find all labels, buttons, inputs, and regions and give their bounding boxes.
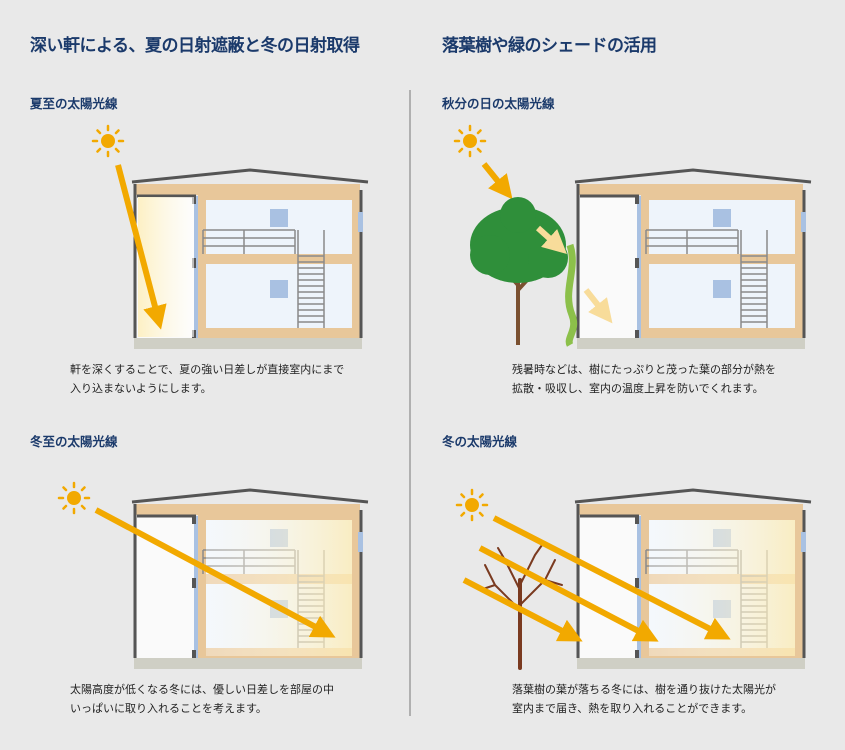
- summer-sun-ray-arrow: [115, 164, 167, 330]
- diffused-ray-arrow: [535, 225, 567, 255]
- caption-line: 室内まで届き、熱を取り入れることができます。: [512, 702, 753, 715]
- sun-icon: [453, 124, 487, 158]
- summer-caption: 軒を深くすることで、夏の強い日差しが直接室内にまで 入り込まないようにします。: [70, 360, 344, 398]
- summer-heading: 夏至の太陽光線: [30, 96, 118, 111]
- diffused-ray-arrow: [583, 288, 613, 324]
- caption-line: 入り込まないようにします。: [70, 382, 212, 395]
- caption-line: 太陽高度が低くなる冬には、優しい日差しを部屋の中: [70, 683, 334, 696]
- autumn-caption: 残暑時などは、樹にたっぷりと茂った葉の部分が熱を 拡散・吸収し、室内の温度上昇を…: [512, 360, 776, 398]
- sun-icon: [91, 124, 125, 158]
- right-column-title: 落葉樹や緑のシェードの活用: [442, 36, 657, 56]
- caption-line: 落葉樹の葉が落ちる冬には、樹を通り抜けた太陽光が: [512, 683, 776, 696]
- caption-line: 拡散・吸収し、室内の温度上昇を防いでくれます。: [512, 382, 764, 395]
- leafy-tree-icon: [470, 197, 568, 345]
- autumn-sun-ray-arrow: [481, 162, 513, 200]
- winter-solstice-heading: 冬至の太陽光線: [30, 434, 118, 449]
- winter-house: [130, 488, 370, 671]
- winter-sun-ray-arrow: [478, 545, 659, 642]
- vine-shade-icon: [565, 243, 578, 347]
- left-column-title: 深い軒による、夏の日射遮蔽と冬の日射取得: [30, 36, 360, 56]
- winter-sun-ray-arrow: [492, 515, 731, 640]
- winter-heading: 冬の太陽光線: [442, 434, 518, 449]
- winter-caption: 落葉樹の葉が落ちる冬には、樹を通り抜けた太陽光が 室内まで届き、熱を取り入れるこ…: [512, 680, 776, 718]
- autumn-house: [573, 168, 813, 351]
- sun-icon: [57, 481, 91, 515]
- caption-line: 残暑時などは、樹にたっぷりと茂った葉の部分が熱を: [512, 363, 776, 376]
- autumn-heading: 秋分の日の太陽光線: [442, 96, 555, 111]
- winter-sun-ray-arrow: [94, 507, 336, 638]
- winter-solstice-caption: 太陽高度が低くなる冬には、優しい日差しを部屋の中 いっぱいに取り入れることを考え…: [70, 680, 334, 718]
- winter-sun-ray-arrow: [462, 577, 583, 642]
- caption-line: 軒を深くすることで、夏の強い日差しが直接室内にまで: [70, 363, 345, 376]
- sun-icon: [455, 488, 489, 522]
- caption-line: いっぱいに取り入れることを考えます。: [70, 702, 267, 715]
- summer-house: [130, 168, 370, 351]
